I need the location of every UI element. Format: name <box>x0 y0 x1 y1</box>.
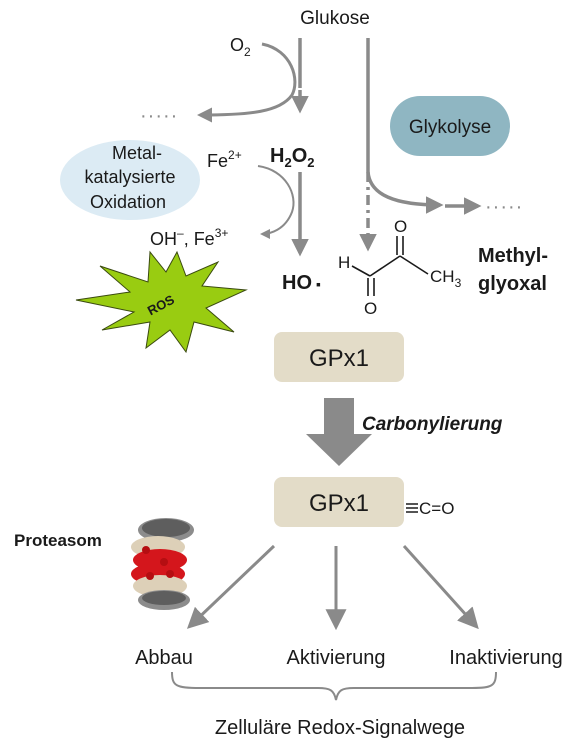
glykolyse-box <box>390 96 510 156</box>
glukose-label: Glukose <box>300 8 370 29</box>
methylglyoxal-line2: glyoxal <box>478 273 547 295</box>
inaktivierung-label: Inaktivierung <box>449 647 562 669</box>
o2-consumption-curve-arrow <box>197 42 297 123</box>
abbau-label: Abbau <box>135 647 193 669</box>
methylglyoxal-structure: H O O CH3 <box>338 217 462 318</box>
ros-starburst <box>75 250 248 354</box>
metal-line3: Oxidation <box>90 192 166 212</box>
oh-fe3-label: OH–, Fe3+ <box>150 226 228 249</box>
proteasom-label: Proteasom <box>14 531 102 550</box>
metal-line2: katalysierte <box>84 167 175 187</box>
metal-line1: Metal- <box>112 143 162 163</box>
dots-right: ····· <box>485 196 523 218</box>
arrow-to-abbau <box>186 544 276 629</box>
gpx1-bottom-label: GPx1 <box>309 490 369 517</box>
carbonyl-label: C=O <box>419 499 454 518</box>
gpx1-bottom-box <box>274 477 404 527</box>
carbonylation-block-arrow <box>306 398 372 466</box>
arrow-to-inaktivierung <box>402 544 479 630</box>
fe-redox-curve-arrow <box>257 165 295 239</box>
h2o2-label: H2O2 <box>270 145 314 170</box>
gpx1-top-label: GPx1 <box>309 345 369 372</box>
fe2-label: Fe2+ <box>207 148 242 171</box>
signalwege-label: Zelluläre Redox-Signalwege <box>215 717 465 739</box>
proteasome-illustration <box>131 518 194 610</box>
gpx1-top-box <box>274 332 404 382</box>
mg-ch3: CH3 <box>430 267 462 290</box>
dots-left: ····· <box>140 105 178 127</box>
carbonylierung-label: Carbonylierung <box>362 414 503 435</box>
glycolysis-branch-arrow <box>366 171 444 214</box>
metal-oxidation-bubble <box>60 140 200 220</box>
mg-o-right: O <box>394 217 407 236</box>
hydroxyl-radical-label: HO▪ <box>282 272 321 294</box>
o2-label: O2 <box>230 35 251 59</box>
mg-aldehyde-h: H <box>338 253 350 272</box>
grouping-brace <box>171 671 497 701</box>
aktivierung-label: Aktivierung <box>287 647 386 669</box>
mg-o-left: O <box>364 299 377 318</box>
glykolyse-label: Glykolyse <box>409 117 491 138</box>
methylglyoxal-line1: Methyl- <box>478 245 548 267</box>
carbonyl-group: C=O <box>406 499 454 518</box>
